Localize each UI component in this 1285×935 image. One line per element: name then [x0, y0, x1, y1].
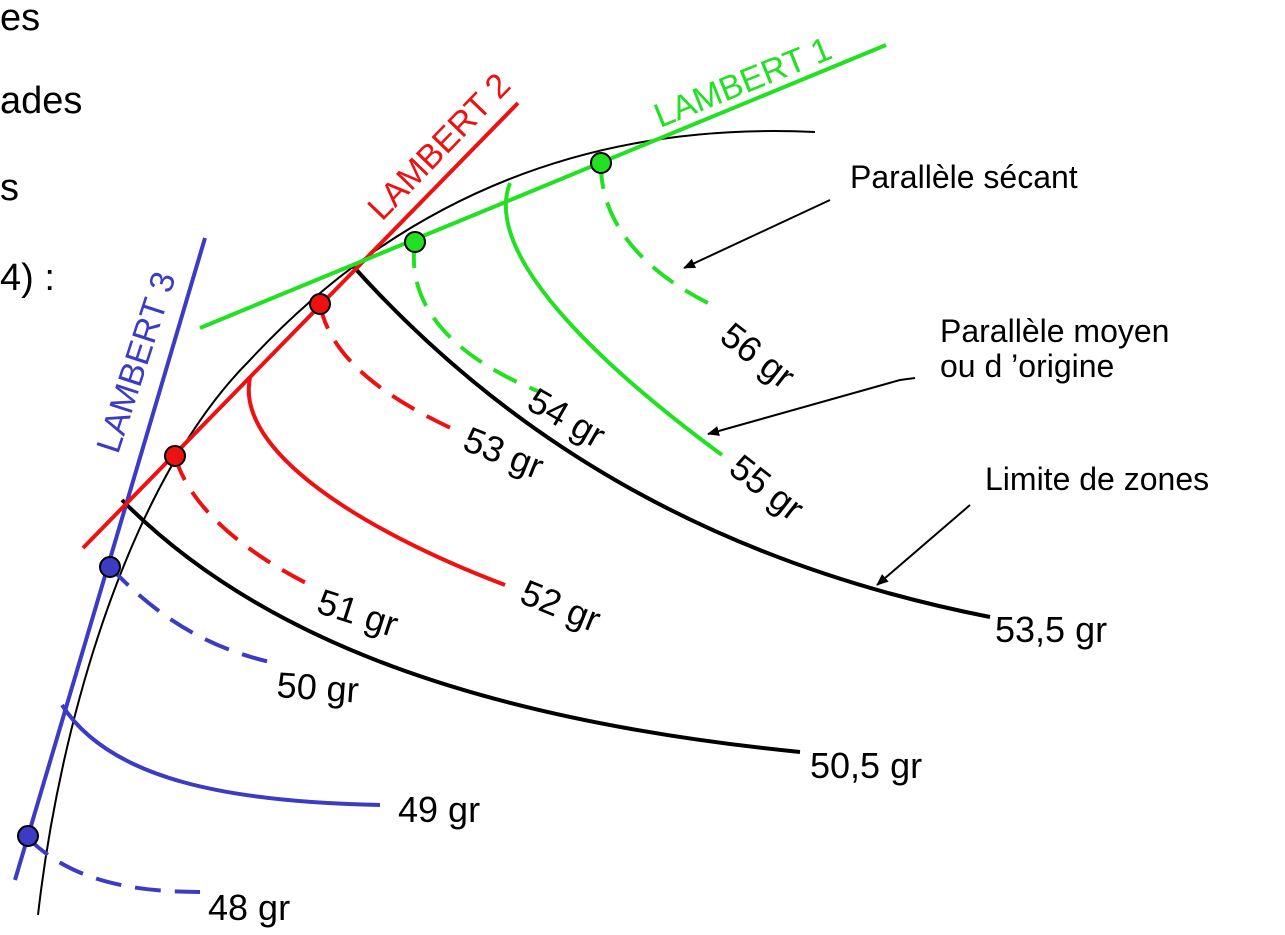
parallel-55-curve [503, 182, 724, 457]
parallel-55-label: 55 gr [722, 446, 812, 529]
left-text-fragment-1: es [0, 0, 40, 39]
lambert1-point-54 [404, 231, 426, 253]
lambert3-point-50 [99, 556, 121, 578]
secant-parallel-annotation: Parallèle sécant [850, 159, 1078, 195]
lambert2-tangent-line [81, 101, 520, 550]
zone-limit-annotation: Limite de zones [985, 461, 1209, 497]
zone-limit-53-5-curve [350, 263, 991, 619]
secant-arrow [683, 199, 831, 269]
mean-parallel-annotation-line2: ou d ’origine [940, 348, 1114, 384]
parallel-50-5-label: 50,5 gr [810, 745, 922, 786]
lambert3-point-48 [17, 825, 39, 847]
parallel-48-label: 48 gr [208, 887, 290, 928]
lambert1-label: LAMBERT 1 [649, 30, 837, 136]
parallel-49-label: 49 gr [398, 789, 480, 830]
parallel-50-label: 50 gr [275, 664, 360, 711]
parallel-54-dashed [411, 241, 541, 394]
parallel-53-dashed [318, 303, 456, 432]
parallel-56-dashed [598, 162, 713, 307]
mean-parallel-arrow [707, 377, 916, 436]
left-text-fragment-2: ades [0, 80, 82, 122]
zone-limit-50-5-curve [120, 498, 801, 754]
lambert2-point-51 [164, 445, 186, 467]
parallel-49-curve [60, 703, 381, 807]
lambert2-label: LAMBERT 2 [360, 66, 518, 227]
meridian-arc [37, 130, 816, 916]
parallel-53-5-label: 53,5 gr [995, 609, 1107, 650]
parallel-52-label: 52 gr [515, 571, 606, 640]
left-text-fragment-4: 4) : [0, 257, 55, 299]
lambert1-tangent-line [199, 43, 887, 330]
lambert1-point-56 [590, 152, 612, 174]
parallel-51-dashed [173, 455, 311, 587]
parallel-48-dashed [26, 836, 201, 894]
parallel-51-label: 51 gr [313, 581, 404, 645]
lambert2-point-53 [309, 293, 331, 315]
mean-parallel-annotation-line1: Parallèle moyen [940, 313, 1169, 349]
left-text-fragment-3: s [0, 167, 19, 209]
parallel-52-curve [246, 377, 506, 587]
parallel-56-label: 56 gr [713, 314, 803, 397]
parallel-50-dashed [108, 565, 271, 664]
zone-limit-arrow [876, 504, 971, 586]
